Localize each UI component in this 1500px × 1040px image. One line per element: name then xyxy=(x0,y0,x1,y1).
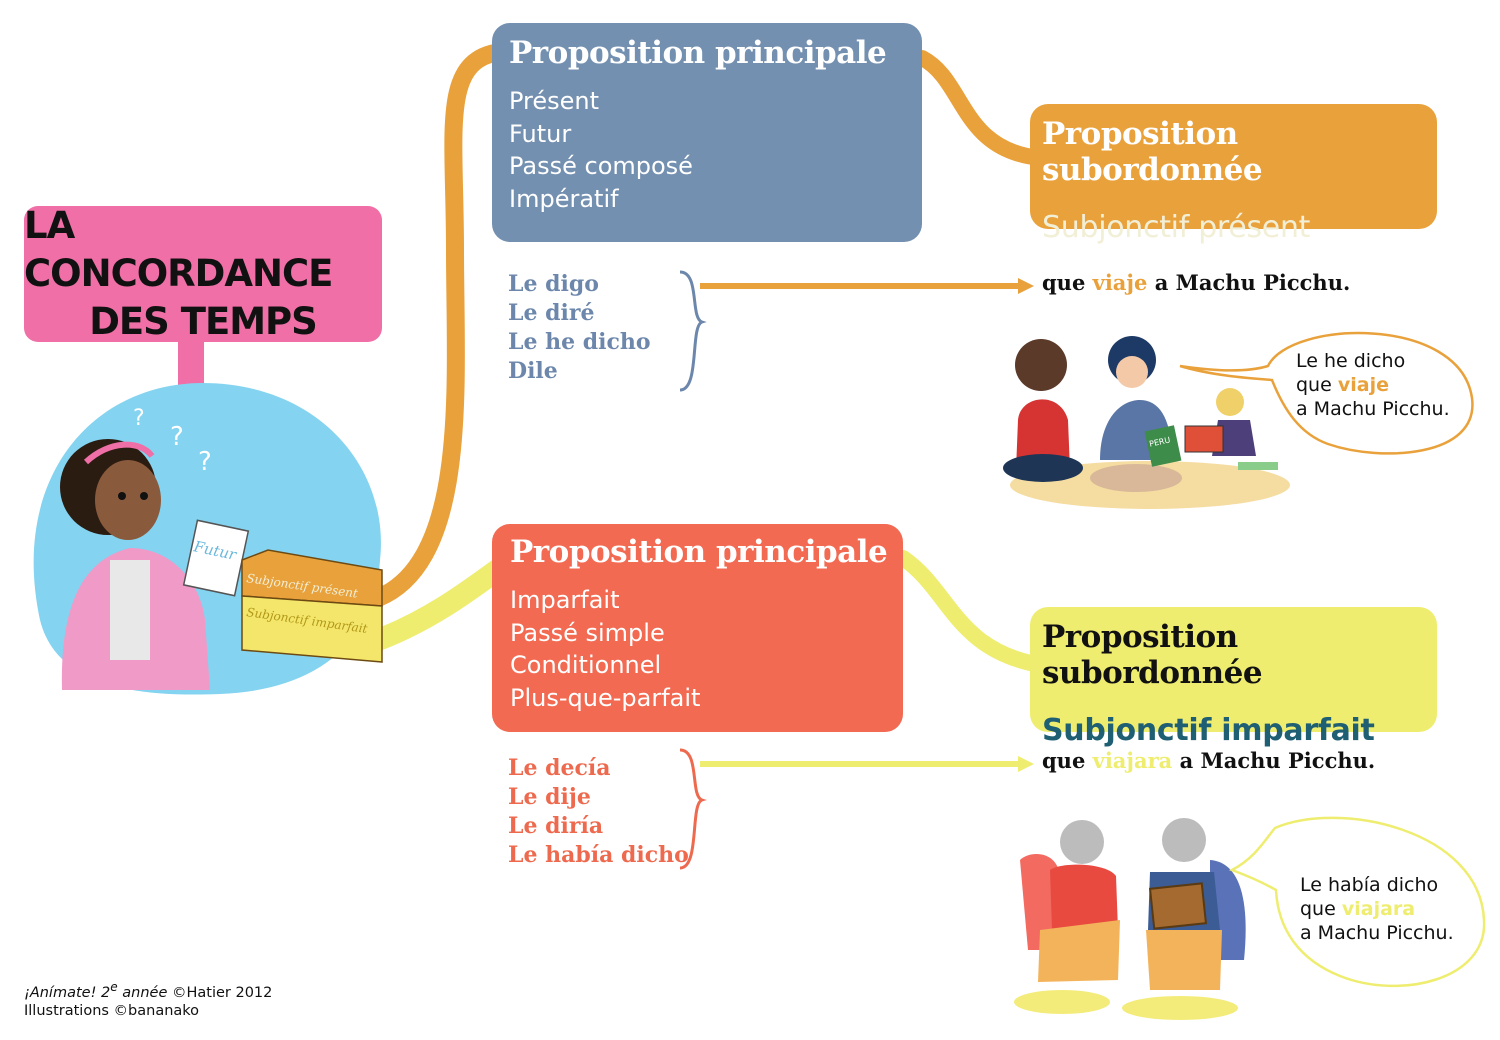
publisher: ©Hatier 2012 xyxy=(171,984,273,1001)
speech-que: que xyxy=(1300,898,1336,920)
arrow-bottom xyxy=(700,756,1034,772)
principale-title-present: Proposition principale xyxy=(509,35,887,71)
svg-text:?: ? xyxy=(198,447,212,477)
example-item: Le había dicho xyxy=(508,842,689,868)
examples-past: Le decía Le dije Le diría Le había dicho xyxy=(508,754,689,870)
que-word: que xyxy=(1042,270,1086,295)
title-line-1: LA CONCORDANCE xyxy=(24,204,333,295)
annee-word: année xyxy=(122,984,168,1001)
kids-illustration: PERU xyxy=(1003,336,1290,509)
credits-line-2: Illustrations ©bananako xyxy=(24,1002,200,1019)
speech-line: Le he dicho xyxy=(1296,350,1406,372)
tense-item: Imparfait xyxy=(510,586,620,614)
subjunctive-verb: viaje xyxy=(1092,270,1148,295)
examples-present: Le digo Le diré Le he dicho Dile xyxy=(508,270,651,386)
subordonnee-mode-past: Subjonctif imparfait xyxy=(1042,713,1375,748)
orange-connector-right xyxy=(914,50,1048,166)
tense-item: Impératif xyxy=(509,184,619,213)
credits: ¡Anímate! 2e année ©Hatier 2012 Illustra… xyxy=(24,978,272,1020)
subordonnee-title-past: Proposition subordonnée xyxy=(1042,619,1263,691)
example-item: Le dije xyxy=(508,784,591,810)
subordonnee-title-present: Proposition subordonnée xyxy=(1042,116,1263,188)
example-item: Le digo xyxy=(508,271,599,297)
girl-illustration: ? ? ? Futur Subjonctif présent Subjoncti… xyxy=(33,382,383,695)
example-item: Le diré xyxy=(508,300,595,326)
speech-bubble-top-outline xyxy=(1179,331,1474,455)
yellow-connector-right xyxy=(895,550,1048,673)
title-stem xyxy=(178,340,204,390)
speech-bubble-past: Le había dicho que viajara a Machu Picch… xyxy=(1300,873,1454,945)
result-sentence-past: que viajara a Machu Picchu. xyxy=(1042,748,1375,773)
subordonnee-box-past: Proposition subordonnée Subjonctif impar… xyxy=(1030,607,1437,748)
example-item: Le decía xyxy=(508,755,611,781)
tense-list-past: Imparfait Passé simple Conditionnel Plus… xyxy=(510,584,903,714)
subordonnee-mode-present: Subjonctif présent xyxy=(1042,210,1311,245)
tense-item: Futur xyxy=(509,119,572,148)
subordonnee-box-present: Proposition subordonnée Subjonctif prése… xyxy=(1030,104,1437,245)
principale-box-past: Proposition principale Imparfait Passé s… xyxy=(492,524,903,732)
sentence-rest: a Machu Picchu. xyxy=(1179,748,1376,773)
title-box: LA CONCORDANCE DES TEMPS xyxy=(24,204,382,343)
tense-item: Présent xyxy=(509,87,600,115)
example-item: Le diría xyxy=(508,813,604,839)
tense-item: Plus-que-parfait xyxy=(510,683,701,712)
svg-text:?: ? xyxy=(170,422,184,452)
principale-title-past: Proposition principale xyxy=(510,534,888,570)
credits-line-1: ¡Anímate! 2e année ©Hatier 2012 xyxy=(24,978,272,1002)
svg-text:PERU: PERU xyxy=(1148,435,1171,448)
speech-verb: viajara xyxy=(1341,898,1416,920)
grandparents-illustration xyxy=(1014,818,1246,1020)
speech-bubble-bottom-outline xyxy=(1228,816,1486,988)
yellow-connector-left xyxy=(367,557,511,651)
speech-que: que xyxy=(1296,374,1332,396)
result-sentence-present: que viaje a Machu Picchu. xyxy=(1042,270,1350,295)
orange-connector-left xyxy=(369,43,509,607)
principale-box-present: Proposition principale Présent Futur Pas… xyxy=(492,23,922,242)
brace-bottom xyxy=(679,748,707,870)
ordinal-suffix: e xyxy=(110,980,118,994)
tense-item: Passé simple xyxy=(510,618,665,647)
tense-item: Conditionnel xyxy=(510,651,662,679)
arrow-top xyxy=(700,278,1034,294)
tense-item: Passé composé xyxy=(509,152,693,180)
title-line-2: DES TEMPS xyxy=(89,300,318,343)
speech-line: Le había dicho xyxy=(1300,874,1439,896)
example-item: Dile xyxy=(508,358,558,384)
que-word: que xyxy=(1042,748,1086,773)
example-item: Le he dicho xyxy=(508,329,651,355)
subjunctive-verb: viajara xyxy=(1092,748,1173,773)
book-title: ¡Anímate! 2 xyxy=(24,984,111,1001)
speech-bubble-present: Le he dicho que viaje a Machu Picchu. xyxy=(1296,349,1450,421)
sentence-rest: a Machu Picchu. xyxy=(1154,270,1351,295)
speech-verb: viaje xyxy=(1337,374,1389,396)
tense-list-present: Présent Futur Passé composé Impératif xyxy=(509,85,922,215)
brace-top xyxy=(679,270,707,392)
svg-text:?: ? xyxy=(133,406,145,431)
speech-line: a Machu Picchu. xyxy=(1296,398,1450,420)
speech-line: a Machu Picchu. xyxy=(1300,922,1454,944)
